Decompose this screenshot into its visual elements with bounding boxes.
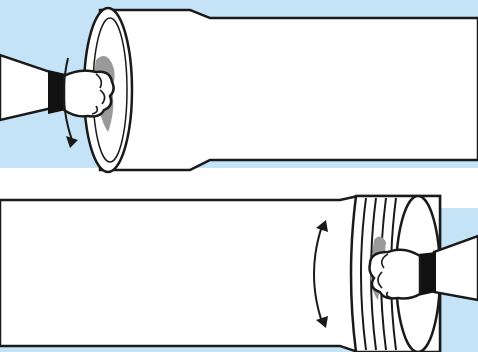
top-pipe-body — [98, 8, 478, 172]
bottom-glove-fingers — [377, 253, 393, 299]
arrow-head-bottom — [316, 316, 328, 328]
top-glove-fingers — [91, 73, 106, 115]
top-glove-cuff — [48, 70, 66, 114]
bottom-groove-1 — [360, 197, 367, 351]
curved-arrow-head — [66, 136, 78, 148]
bottom-glove-cuff — [418, 252, 436, 296]
bottom-glove — [368, 248, 422, 300]
bottom-pipe-body — [0, 194, 442, 352]
top-panel — [0, 6, 478, 174]
bottom-panel — [0, 194, 478, 352]
top-glove — [62, 69, 115, 118]
arrow-head-top — [316, 220, 328, 232]
curved-arrow-vertical-double — [313, 225, 323, 323]
curved-arrow-counterclockwise — [62, 57, 73, 141]
